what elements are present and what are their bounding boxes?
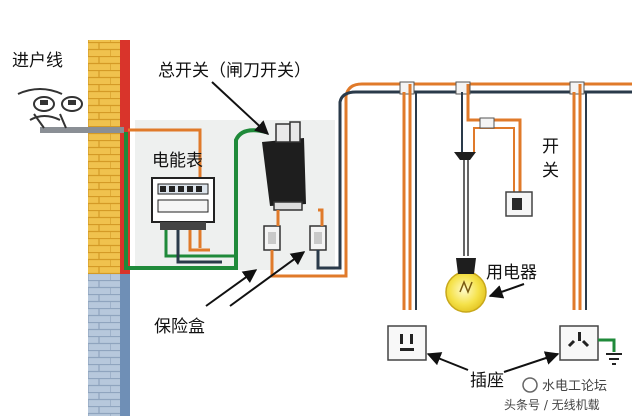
switch-to-lamp xyxy=(473,127,515,196)
meter-output-2 xyxy=(188,230,210,252)
light-bulb-icon xyxy=(445,258,487,313)
label-switch-2: 关 xyxy=(542,161,559,181)
knife-switch-icon xyxy=(262,121,306,211)
label-switch-1: 开 xyxy=(542,137,559,157)
watermark-line2: 头条号 / 无线机载 xyxy=(504,398,600,412)
fuse-icon xyxy=(263,225,281,251)
lamp-live-to-switch xyxy=(466,84,522,196)
ground-wire-socket xyxy=(598,338,616,352)
arrow-icon xyxy=(205,269,258,307)
watermark-logo-icon xyxy=(522,377,538,393)
arrow-icon xyxy=(503,351,560,373)
meter-output-1 xyxy=(176,230,222,264)
neutral-main-line xyxy=(316,90,632,270)
electric-meter-icon xyxy=(151,177,215,230)
ceiling-rose xyxy=(454,152,476,160)
live-main-line xyxy=(270,82,632,278)
arrow-icon xyxy=(488,283,525,299)
label-incoming-line: 进户线 xyxy=(12,51,63,71)
label-appliance: 用电器 xyxy=(486,263,537,283)
insulator-icon xyxy=(17,88,83,121)
fuse-icon xyxy=(309,225,327,251)
watermark: 水电工论坛 头条号 / 无线机载 xyxy=(504,377,607,412)
socket-drop-right xyxy=(572,84,582,310)
watermark-line1: 水电工论坛 xyxy=(542,379,607,394)
brick-wall xyxy=(88,40,130,416)
socket-icon xyxy=(387,325,427,361)
arrow-icon xyxy=(426,352,469,371)
arrow-icon xyxy=(211,81,270,135)
lamp-junction xyxy=(479,117,495,129)
wall-switch-icon xyxy=(505,191,533,217)
label-fuse-box: 保险盒 xyxy=(154,317,205,337)
lamp-cord xyxy=(463,160,469,256)
label-socket: 插座 xyxy=(470,371,504,391)
label-main-switch: 总开关（闸刀开关） xyxy=(158,61,311,81)
meter-neutral xyxy=(164,230,236,258)
arrow-icon xyxy=(229,251,306,307)
socket-drop-left xyxy=(402,84,412,310)
drop-wires xyxy=(33,113,67,129)
ground-icon xyxy=(606,353,622,365)
label-meter: 电能表 xyxy=(152,151,203,171)
socket-icon xyxy=(559,325,599,361)
switch-to-fuse xyxy=(276,208,324,226)
